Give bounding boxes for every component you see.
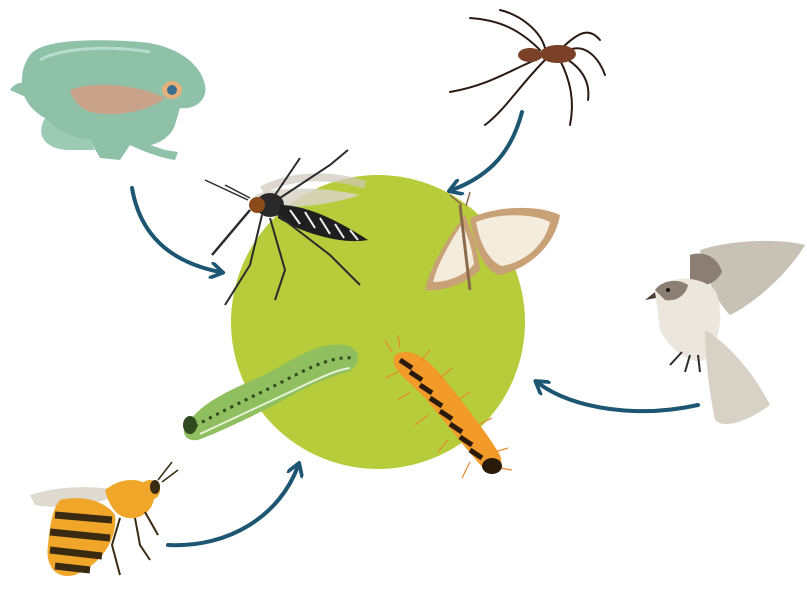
arrow-frog (132, 188, 220, 272)
arrow-wasp (168, 466, 298, 545)
arrow-bird (538, 383, 698, 411)
bird-icon (645, 241, 805, 424)
wasp-icon (30, 462, 178, 576)
frog-icon (10, 40, 205, 160)
spider-icon (450, 10, 605, 125)
